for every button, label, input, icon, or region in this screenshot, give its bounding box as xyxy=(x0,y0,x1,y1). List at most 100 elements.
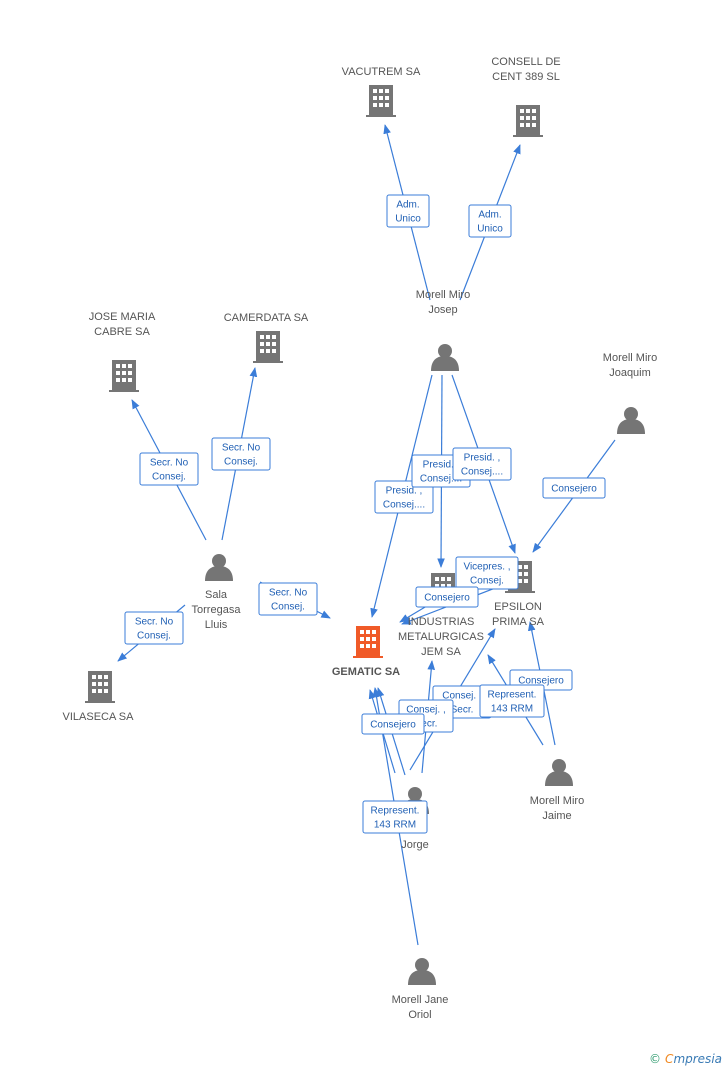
node-epsilon[interactable]: EPSILON PRIMA SA xyxy=(492,561,545,628)
node-label: CENT 389 SL xyxy=(492,71,560,83)
relationship-label-box xyxy=(124,611,184,645)
relationship-label-text: Presid. , xyxy=(423,460,460,471)
person-icon xyxy=(545,759,573,786)
relationship-label-text: Secr. xyxy=(451,705,474,716)
relationship-label-text: Secr. xyxy=(415,719,438,730)
node-label: Joaquim xyxy=(609,367,651,379)
relationship-label[interactable]: Represent. 143 RRM xyxy=(479,684,545,718)
relationship-label-text: Consej. , xyxy=(442,691,481,702)
relationship-label-text: Unico xyxy=(477,224,503,235)
relationship-label[interactable]: Presid. ,Consej.... xyxy=(374,480,434,514)
relationship-label-text: Consejero xyxy=(424,593,470,604)
relationship-label-text: Vicepres. , xyxy=(463,562,510,573)
node-label: VILASECA SA xyxy=(63,711,135,723)
brand-name: mpresia xyxy=(673,1052,722,1066)
relationship-label-text: Presid. , xyxy=(386,486,423,497)
relationship-label[interactable]: Secr. No Consej. xyxy=(211,437,271,471)
node-label: Morell Miro xyxy=(530,795,584,807)
relationship-label-text: Represent. xyxy=(371,806,420,817)
node-label: Morell Jane xyxy=(392,994,449,1006)
person-icon xyxy=(408,958,436,985)
node-vacutrem[interactable]: VACUTREM SA xyxy=(342,66,421,117)
relationship-label[interactable]: Presid. , Consej.... xyxy=(452,447,512,481)
node-josemaria[interactable]: JOSE MARIA CABRE SA xyxy=(89,311,156,392)
relationship-label[interactable]: Consejero xyxy=(542,477,606,499)
relationship-label-box xyxy=(386,194,430,228)
node-label: EPSILON xyxy=(494,601,542,613)
node-label: GEMATIC SA xyxy=(332,666,400,678)
relationship-label[interactable]: Consejero xyxy=(415,586,479,608)
relationship-label-text: Consej.... xyxy=(420,474,462,485)
relationship-label-text: Secr. No xyxy=(269,588,308,599)
relationship-label-text: Consej.... xyxy=(461,467,503,478)
building-icon xyxy=(109,360,139,392)
relationship-label-box xyxy=(415,586,479,608)
node-label: CAMERDATA SA xyxy=(224,312,309,324)
relationship-label[interactable]: Adm.Unico xyxy=(468,204,512,238)
relationship-label[interactable]: Represent. 143 RRM xyxy=(362,800,428,834)
node-label: JEM SA xyxy=(421,646,461,658)
relationship-label-box xyxy=(455,556,519,590)
relationship-label-text: Unico xyxy=(395,214,421,225)
relationship-label-text: 143 RRM xyxy=(491,704,533,715)
node-camerdata[interactable]: CAMERDATA SA xyxy=(224,312,309,363)
relationship-label-box xyxy=(479,684,545,718)
node-label: JOSE MARIA xyxy=(89,311,156,323)
node-label: PRIMA SA xyxy=(492,616,545,628)
relationship-label-box xyxy=(542,477,606,499)
node-label: Jorge xyxy=(401,839,429,851)
relationship-label-box xyxy=(452,447,512,481)
copyright-icon: © xyxy=(649,1052,662,1066)
person-icon xyxy=(205,554,233,581)
relationship-label-text: Secr. No xyxy=(222,443,261,454)
relationship-label-text: Represent. xyxy=(488,690,537,701)
relationship-label-text: Consejero xyxy=(551,484,597,495)
node-label: Morell Miro xyxy=(416,289,470,301)
footer-brand[interactable]: ©Cmpresia xyxy=(649,1052,722,1066)
relationship-label-text: Consej. xyxy=(470,576,504,587)
relationship-label-box xyxy=(468,204,512,238)
relationship-label[interactable]: Vicepres. , Consej. xyxy=(455,556,519,590)
relationship-label-box xyxy=(139,452,199,486)
relationship-label-text: Consej. , xyxy=(406,705,445,716)
node-label: Jaime xyxy=(542,810,571,822)
node-gematic[interactable]: GEMATIC SA xyxy=(332,626,400,678)
node-vilaseca[interactable]: VILASECA SA xyxy=(63,671,135,723)
relationship-label-box xyxy=(374,480,434,514)
building-icon xyxy=(353,626,383,658)
relationship-label-box xyxy=(258,582,318,616)
node-label: INDUSTRIAS xyxy=(408,616,475,628)
node-label: Lluis xyxy=(205,619,228,631)
person-icon xyxy=(431,344,459,371)
building-icon xyxy=(85,671,115,703)
node-label: Morell Miro xyxy=(603,352,657,364)
node-label: Josep xyxy=(428,304,457,316)
relationship-label-text: Presid. , xyxy=(464,453,501,464)
relationship-label-text: 143 RRM xyxy=(374,820,416,831)
node-label: CABRE SA xyxy=(94,326,150,338)
node-label: Torregasa xyxy=(192,604,242,616)
building-icon xyxy=(513,105,543,137)
relationship-label-text: Consejero xyxy=(370,720,416,731)
relationship-label[interactable]: Consejero xyxy=(361,713,425,735)
relationship-label[interactable]: Adm.Unico xyxy=(386,194,430,228)
relationship-label-text: Consejero xyxy=(518,676,564,687)
building-icon xyxy=(253,331,283,363)
relationship-label-text: Consej. xyxy=(224,457,258,468)
building-icon xyxy=(366,85,396,117)
relationship-label-text: Consej. xyxy=(137,631,171,642)
node-label: Sala xyxy=(205,589,228,601)
